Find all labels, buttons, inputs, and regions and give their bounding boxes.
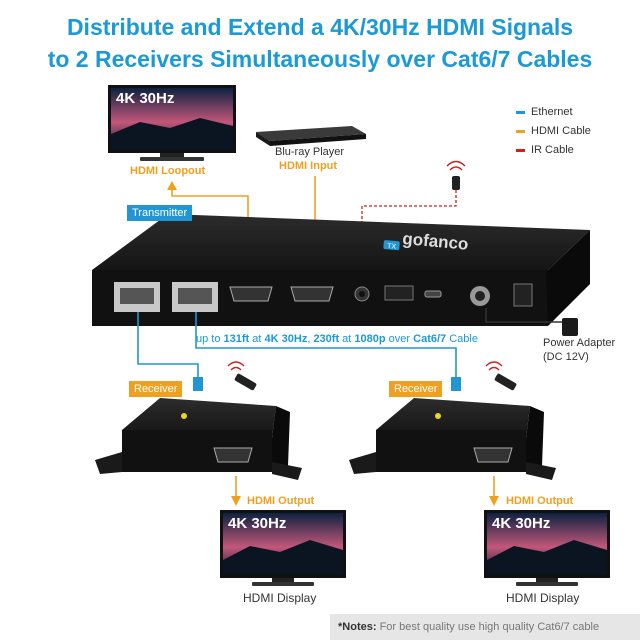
rj45-plug-icon bbox=[193, 377, 203, 391]
hdmi-display-caption-2: HDMI Display bbox=[506, 591, 579, 605]
micro-usb-port bbox=[425, 291, 441, 297]
hdmi-output-caption-1: HDMI Output bbox=[247, 495, 314, 507]
notes-label: *Notes: bbox=[338, 621, 377, 633]
ir-receiver-icon bbox=[228, 362, 257, 391]
receiver-unit-1 bbox=[95, 398, 302, 480]
cable-note-at: at bbox=[339, 333, 354, 345]
hdmi-input-caption: HDMI Input bbox=[279, 160, 337, 172]
ir-receiver-icon bbox=[447, 162, 465, 191]
cable-note-suffix: Cable bbox=[446, 333, 478, 345]
output-screen-text-1: 4K 30Hz bbox=[228, 515, 286, 532]
arrow-down-icon bbox=[231, 496, 241, 506]
loopout-display-stand bbox=[140, 157, 204, 161]
tx-badge-text: TX bbox=[387, 243, 397, 251]
cable-distance-1: 131ft bbox=[224, 333, 250, 345]
power-adapter-icon bbox=[562, 318, 578, 336]
hdmi-display-caption-1: HDMI Display bbox=[243, 591, 316, 605]
status-led bbox=[435, 413, 441, 419]
output-screen-text-2: 4K 30Hz bbox=[492, 515, 550, 532]
receiver-tag-1: Receiver bbox=[129, 381, 182, 397]
rj45-plug-icon bbox=[451, 377, 461, 391]
cable-resolution-1: 4K 30Hz bbox=[265, 333, 308, 345]
hdmi-out-port bbox=[214, 448, 252, 462]
dip-switch bbox=[385, 286, 413, 300]
loopout-screen-text: 4K 30Hz bbox=[116, 90, 174, 107]
cable-note-prefix: up to bbox=[196, 333, 224, 345]
arrow-up-icon bbox=[167, 181, 177, 190]
cable-type: Cat6/7 bbox=[413, 333, 446, 345]
receiver-tag-2: Receiver bbox=[389, 381, 442, 397]
power-switch bbox=[514, 284, 532, 306]
hdmi-in-port bbox=[291, 287, 333, 301]
power-adapter-voltage: (DC 12V) bbox=[543, 351, 589, 363]
bluray-player bbox=[256, 126, 366, 146]
cable-distance-2: 230ft bbox=[313, 333, 339, 345]
notes-text: For best quality use high quality Cat6/7… bbox=[377, 621, 600, 633]
cable-note-over: over bbox=[386, 333, 414, 345]
power-adapter-label: Power Adapter bbox=[543, 337, 615, 349]
hdmi-loopout-caption: HDMI Loopout bbox=[130, 165, 205, 177]
cable-distance-note: up to 131ft at 4K 30Hz, 230ft at 1080p o… bbox=[196, 333, 478, 345]
bluray-player-label: Blu-ray Player bbox=[275, 146, 344, 158]
cable-note-at: at bbox=[249, 333, 264, 345]
arrow-down-icon bbox=[489, 496, 499, 506]
mounting-bracket bbox=[95, 452, 122, 474]
hdmi-out-port bbox=[474, 448, 512, 462]
status-led bbox=[181, 413, 187, 419]
transmitter-unit: gofanco TX bbox=[92, 214, 590, 326]
transmitter-top bbox=[92, 214, 590, 272]
receiver-unit-2 bbox=[349, 398, 556, 480]
hdmi-out-port bbox=[230, 287, 272, 301]
notes-footer: *Notes: For best quality use high qualit… bbox=[330, 614, 640, 640]
transmitter-tag: Transmitter bbox=[127, 205, 192, 221]
ir-receiver-icon bbox=[486, 362, 517, 391]
cable-resolution-2: 1080p bbox=[354, 333, 385, 345]
hdmi-output-caption-2: HDMI Output bbox=[506, 495, 573, 507]
mounting-bracket bbox=[349, 452, 376, 474]
